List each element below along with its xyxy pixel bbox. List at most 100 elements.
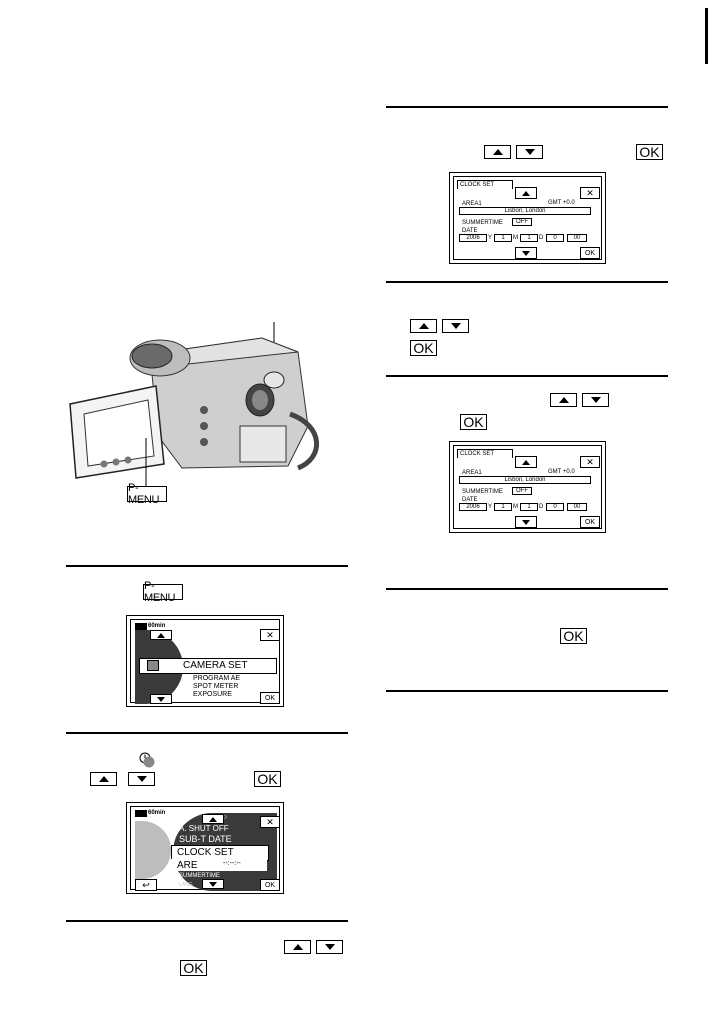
ok-button[interactable]: OK	[580, 516, 600, 528]
ok-button[interactable]: OK	[560, 628, 587, 644]
date-label: DATE	[462, 228, 478, 234]
ok-button[interactable]: OK	[636, 144, 663, 160]
day-value: 1	[527, 504, 531, 510]
scroll-up-button[interactable]	[515, 456, 537, 468]
summertime-label: SUMMERTIME	[462, 489, 503, 495]
minute-field[interactable]: 00	[567, 503, 587, 511]
summertime-field[interactable]: OFF	[512, 487, 532, 495]
summertime-field[interactable]: OFF	[512, 218, 532, 226]
ok-button[interactable]: OK	[260, 879, 280, 891]
month-unit: M	[513, 504, 518, 510]
clock-set-screen-2: CLOCK SET AREA1 GMT +0.0 Lisbon, London …	[449, 441, 606, 533]
day-unit: D	[539, 235, 544, 241]
lcd-button	[112, 458, 120, 466]
scroll-up-button[interactable]	[202, 814, 224, 824]
up-button[interactable]	[484, 145, 511, 159]
setup-icon	[139, 752, 155, 768]
mode-dial	[263, 371, 285, 389]
year-unit: Y	[488, 235, 493, 241]
month-field[interactable]: 1	[494, 234, 512, 242]
side-panel	[239, 425, 287, 463]
year-field[interactable]: 2006	[459, 234, 487, 242]
minute-value: 00	[573, 235, 581, 241]
ok-button[interactable]: OK	[260, 692, 280, 704]
year-field[interactable]: 2006	[459, 503, 487, 511]
menu-item: SPOT METER	[193, 683, 239, 690]
hand-strap	[289, 411, 319, 471]
up-button[interactable]	[284, 940, 311, 954]
day-value: 1	[527, 235, 531, 241]
scroll-down-button[interactable]	[202, 879, 224, 889]
side-button	[200, 406, 208, 414]
section-rule	[66, 565, 348, 567]
ok-button[interactable]: OK	[460, 414, 487, 430]
section-rule	[386, 588, 668, 590]
minute-field[interactable]: 00	[567, 234, 587, 242]
battery-remaining: 60min	[148, 623, 166, 629]
close-button[interactable]	[580, 456, 600, 468]
close-button[interactable]	[580, 187, 600, 199]
scroll-up-button[interactable]	[515, 187, 537, 199]
ok-button[interactable]: OK	[254, 771, 281, 787]
hour-field[interactable]: 0	[546, 503, 564, 511]
viewfinder-eye	[252, 390, 268, 410]
scroll-down-button[interactable]	[515, 247, 537, 259]
day-field[interactable]: 1	[520, 503, 538, 511]
menu-row: A. SHUT OFF	[179, 824, 229, 833]
selected-row[interactable]	[139, 658, 277, 674]
area-label: AREA1	[462, 470, 482, 476]
close-button[interactable]	[260, 629, 280, 641]
scroll-down-button[interactable]	[515, 516, 537, 528]
section-rule	[66, 920, 348, 922]
summertime-value: OFF	[516, 219, 528, 225]
lcd-button	[124, 456, 132, 464]
gmt-value: GMT +0.0	[548, 200, 575, 206]
city-field[interactable]: Lisbon, London	[459, 207, 591, 215]
battery-remaining: 60min	[148, 810, 166, 816]
close-button[interactable]	[260, 816, 280, 828]
side-button	[200, 438, 208, 446]
back-arrow-icon: ↩	[142, 879, 150, 890]
scroll-up-button[interactable]	[150, 630, 172, 640]
lcd-screen	[83, 399, 155, 467]
date-label: DATE	[462, 497, 478, 503]
city-value: Lisbon, London	[504, 477, 546, 483]
down-button[interactable]	[516, 145, 543, 159]
month-field[interactable]: 1	[494, 503, 512, 511]
selected-menu-label: CLOCK SET	[177, 847, 234, 858]
side-button	[200, 422, 208, 430]
year-value: 2006	[466, 504, 480, 510]
up-button[interactable]	[550, 393, 577, 407]
ok-button[interactable]: OK	[410, 340, 437, 356]
section-rule	[386, 375, 668, 377]
camcorder-illustration	[69, 322, 319, 486]
down-button[interactable]	[442, 319, 469, 333]
section-rule	[386, 281, 668, 283]
page-edge-marker	[705, 8, 708, 64]
back-button[interactable]: ↩	[135, 879, 157, 891]
menu-screen-2: 60min SETUP A. SHUT OFF SUB-T DATE CLOCK…	[126, 802, 284, 894]
year-unit: Y	[488, 504, 493, 510]
lens-front	[131, 343, 173, 369]
screen-frame	[453, 445, 602, 529]
down-button[interactable]	[128, 772, 155, 786]
scroll-down-button[interactable]	[150, 694, 172, 704]
menu-row: SUMMERTIME	[179, 873, 220, 879]
hour-field[interactable]: 0	[546, 234, 564, 242]
up-button[interactable]	[90, 772, 117, 786]
down-button[interactable]	[316, 940, 343, 954]
down-button[interactable]	[582, 393, 609, 407]
screen-frame	[453, 176, 602, 260]
city-field[interactable]: Lisbon, London	[459, 476, 591, 484]
day-field[interactable]: 1	[520, 234, 538, 242]
up-button[interactable]	[410, 319, 437, 333]
p-menu-button[interactable]: P-MENU	[143, 580, 183, 604]
ok-button[interactable]: OK	[580, 247, 600, 259]
menu-row: LANG	[179, 882, 193, 888]
year-value: 2006	[466, 235, 480, 241]
menu-screen-1: 60min CAMERA SET PROGRAM AE SPOT METER E…	[126, 615, 284, 707]
clock-set-tab: CLOCK SET	[457, 180, 514, 189]
minute-value: 00	[573, 504, 581, 510]
city-value: Lisbon, London	[504, 208, 546, 214]
ok-button[interactable]: OK	[180, 960, 207, 976]
